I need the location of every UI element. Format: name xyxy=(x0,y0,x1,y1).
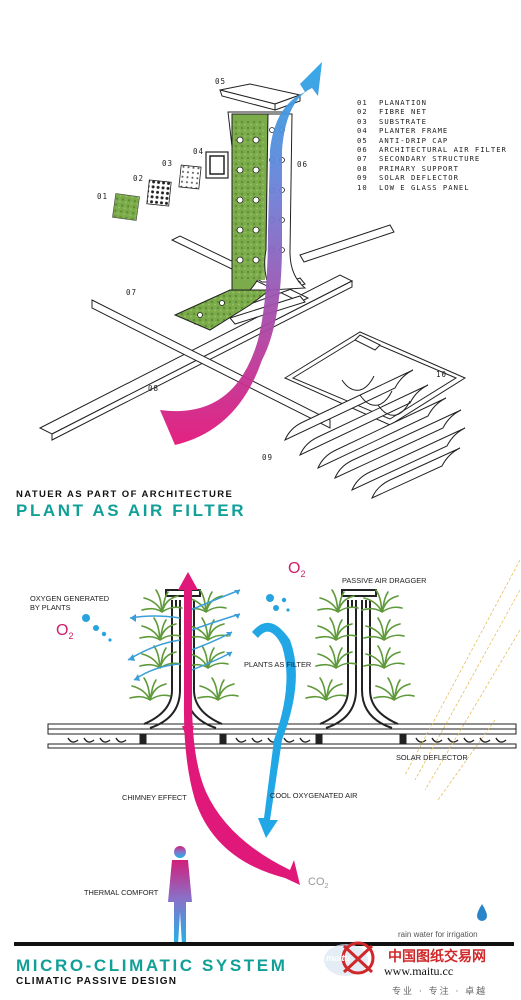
callout-01: 01 xyxy=(97,192,108,201)
callout-10: 10 xyxy=(436,370,447,379)
callout-07: 07 xyxy=(126,288,137,297)
callout-08: 08 xyxy=(148,384,159,393)
callout-09: 09 xyxy=(262,453,273,462)
watermark-slogan: 专业 · 专注 · 卓越 xyxy=(392,987,488,997)
section-diagram xyxy=(14,559,521,946)
substrate-panel xyxy=(178,164,202,190)
callout-03: 03 xyxy=(162,159,173,168)
callout-05: 05 xyxy=(215,77,226,86)
architectural-air-filter xyxy=(173,111,307,331)
o2-label-right: O2 xyxy=(288,560,306,580)
chimney-upflow-arrow xyxy=(182,720,194,742)
exploded-axonometric xyxy=(38,62,467,499)
top-subtitle: NATUER AS PART OF ARCHITECTURE xyxy=(16,489,234,500)
oxygen-bubbles xyxy=(82,594,290,642)
planter-frame-panel xyxy=(205,151,229,179)
label-solar-deflector: SOLAR DEFLECTOR xyxy=(396,753,468,762)
watermark-cn-title: 中国图纸交易网 xyxy=(388,949,486,965)
fibre-net-panel xyxy=(146,179,172,207)
watermark-logo-text: maitu xyxy=(326,953,351,963)
o2-label-left: O2 xyxy=(56,622,74,642)
callout-02: 02 xyxy=(133,174,144,183)
section-louvres xyxy=(67,737,507,743)
label-cool-oxygenated-air: COOL OXYGENATED AIR xyxy=(270,791,358,800)
small-air-arrowheads xyxy=(128,590,240,681)
person-figure xyxy=(168,846,192,945)
label-oxygen-generated: OXYGEN GENERATED BY PLANTS xyxy=(30,594,110,612)
label-passive-air-dragger: PASSIVE AIR DRAGGER xyxy=(342,576,427,585)
callout-06: 06 xyxy=(297,160,308,169)
chimney-effect-arrow xyxy=(178,572,300,885)
raindrop-icon xyxy=(477,904,487,921)
watermark-logo xyxy=(324,941,375,976)
label-thermal-comfort: THERMAL COMFORT xyxy=(84,888,159,897)
planation-panel xyxy=(112,193,140,221)
co2-label: CO2 xyxy=(308,876,329,891)
ground-line xyxy=(14,942,514,946)
bottom-subtitle: CLIMATIC PASSIVE DESIGN xyxy=(16,976,178,987)
bottom-title: MICRO-CLIMATIC SYSTEM xyxy=(16,956,288,975)
solar-deflector-louvres xyxy=(284,369,466,499)
planter-chimney-right xyxy=(319,589,399,729)
top-title: PLANT AS AIR FILTER xyxy=(16,501,247,520)
label-rain-water: rain water for irrigation xyxy=(398,930,478,939)
watermark-url: www.maitu.cc xyxy=(384,964,454,978)
label-plants-as-filter: PLANTS AS FILTER xyxy=(244,660,312,669)
airflow-arrow xyxy=(160,62,322,445)
callout-04: 04 xyxy=(193,147,204,156)
sun-rays xyxy=(404,559,521,801)
label-chimney-effect: CHIMNEY EFFECT xyxy=(122,793,187,802)
